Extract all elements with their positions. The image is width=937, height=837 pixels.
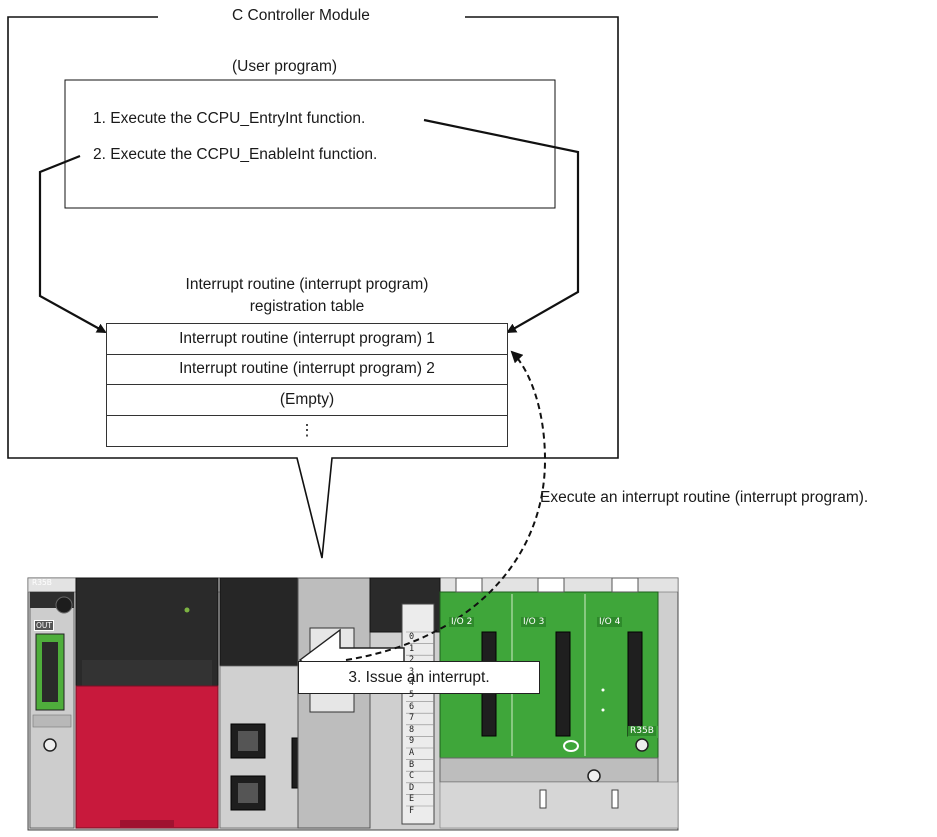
table-row: ⋮ xyxy=(299,422,315,440)
terminal-label: 8 xyxy=(409,724,415,735)
terminal-label: 0 xyxy=(409,632,415,642)
terminal-label: E xyxy=(409,794,415,805)
terminal-label: 6 xyxy=(409,701,415,712)
enable-int-arrow xyxy=(38,154,107,333)
terminal-block xyxy=(401,603,435,825)
terminal-label: A xyxy=(409,748,415,758)
terminal-label: D xyxy=(409,782,415,793)
step-2-text: 2. Execute the CCPU_EnableInt function. xyxy=(93,146,378,163)
registration-table: Interrupt routine (interrupt program) 1 … xyxy=(106,323,508,447)
table-caption-line1: Interrupt routine (interrupt program) xyxy=(185,276,429,293)
slot-label-2: I/O 2 xyxy=(449,617,475,627)
terminal-label: 5 xyxy=(409,690,415,700)
screw xyxy=(43,738,57,752)
execute-routine-label: Execute an interrupt routine (interrupt … xyxy=(540,489,869,506)
slot-connector-4 xyxy=(627,631,643,737)
entry-int-arrow xyxy=(423,118,580,333)
terminal-label: 1 xyxy=(409,643,415,654)
terminal-label: 7 xyxy=(409,713,415,724)
slot-label-3: I/O 3 xyxy=(521,617,547,627)
execute-routine-arrow xyxy=(345,350,547,661)
terminal-label: 3 xyxy=(409,666,415,677)
terminal-label: B xyxy=(409,759,415,770)
out-label: OUT xyxy=(34,620,54,631)
terminal-label: 9 xyxy=(409,736,415,747)
base-model-label: R35B xyxy=(32,578,52,587)
red-module xyxy=(75,685,219,829)
module-title: C Controller Module xyxy=(232,7,370,24)
table-row: (Empty) xyxy=(107,385,507,416)
user-program-label: (User program) xyxy=(232,58,338,75)
issue-interrupt-callout: 3. Issue an interrupt. xyxy=(298,661,540,694)
lower-rail xyxy=(439,757,659,783)
slot-connector-3 xyxy=(555,631,571,737)
table-row: Interrupt routine (interrupt program) 2 xyxy=(107,355,507,385)
terminal-label: 2 xyxy=(409,655,415,666)
plc-hardware xyxy=(27,577,679,831)
rail-screw xyxy=(587,769,601,783)
slot-label-4: I/O 4 xyxy=(597,617,623,627)
knob xyxy=(55,596,73,614)
cpu-housing xyxy=(219,577,299,667)
terminal-label: F xyxy=(409,806,415,816)
terminal-label: 4 xyxy=(409,678,415,689)
table-caption-line2: registration table xyxy=(249,298,365,315)
board-model-label: R35B xyxy=(628,726,656,736)
terminal-label: C xyxy=(409,771,415,782)
user-program-box xyxy=(64,79,556,209)
module-frame xyxy=(7,16,619,559)
step-1-text: 1. Execute the CCPU_EntryInt function. xyxy=(93,110,366,127)
table-row: Interrupt routine (interrupt program) 1 xyxy=(107,324,507,355)
